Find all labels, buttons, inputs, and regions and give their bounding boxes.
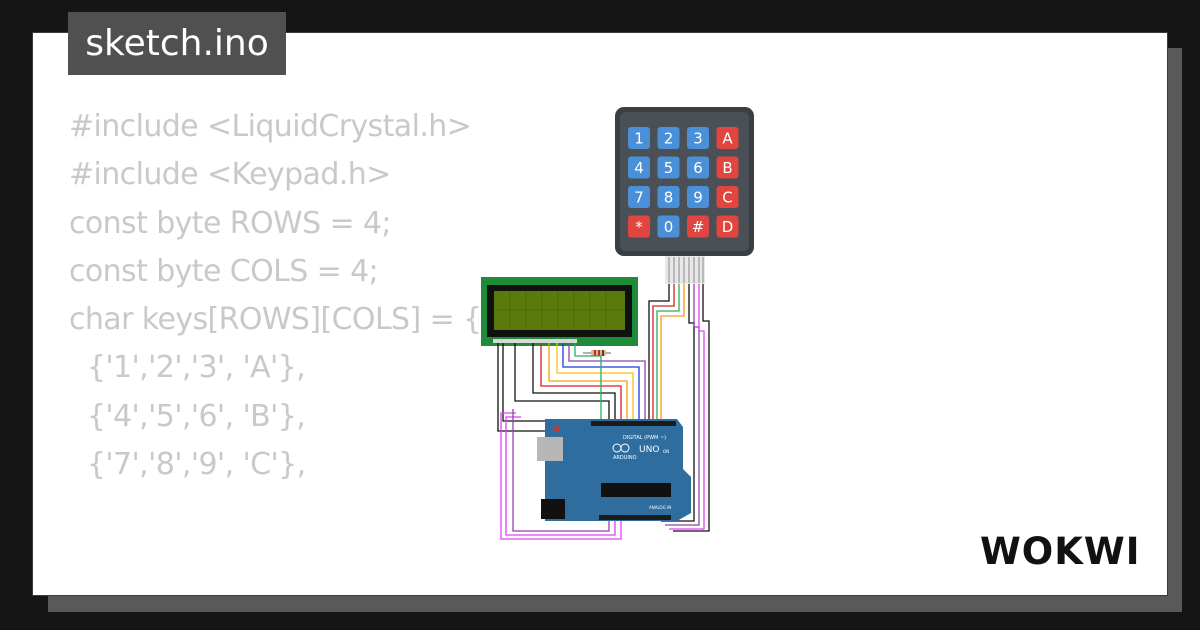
wires: [497, 284, 710, 540]
keypad-key[interactable]: [657, 127, 680, 149]
arduino-board: DIGITAL (PWM ~) ARDUINO UNO ON ANALOG IN: [537, 419, 691, 521]
keypad-key[interactable]: [687, 186, 709, 208]
code-snippet: #include <LiquidCrystal.h> #include <Keyp…: [69, 103, 482, 489]
lcd-module: [481, 277, 638, 346]
keypad-key[interactable]: [687, 156, 709, 179]
keypad-key[interactable]: [657, 186, 680, 208]
keypad-key-label: C: [722, 189, 732, 207]
keypad-key[interactable]: [716, 127, 739, 149]
keypad-key-label: 5: [664, 159, 674, 177]
keypad-key[interactable]: [628, 186, 650, 208]
code-line: {'4','5','6', 'B'},: [69, 398, 306, 434]
code-line: {'7','8','9', 'C'},: [69, 447, 306, 483]
keypad-key[interactable]: [628, 156, 650, 179]
keypad-key-label: A: [722, 130, 733, 148]
preview-card: #include <LiquidCrystal.h> #include <Keyp…: [32, 32, 1168, 596]
keypad-key[interactable]: [628, 215, 650, 238]
keypad-key[interactable]: [716, 186, 739, 208]
code-line: #include <Keypad.h>: [69, 157, 391, 193]
code-line: #include <LiquidCrystal.h>: [69, 109, 472, 144]
chip: [601, 483, 671, 497]
keypad-key-label: 0: [664, 218, 674, 236]
keypad-key-label: 7: [634, 189, 644, 207]
code-line: {'1','2','3', 'A'},: [69, 350, 306, 386]
code-line: char keys[ROWS][COLS] = {: [69, 302, 482, 338]
power-jack: [541, 499, 565, 519]
digital-label: DIGITAL (PWM ~): [623, 435, 666, 441]
wokwi-logo: WOKWI: [980, 530, 1141, 573]
keypad-key-label: B: [722, 159, 732, 177]
svg-text:WOKWI: WOKWI: [980, 530, 1141, 573]
keypad-key-label: *: [635, 218, 643, 236]
model-label: UNO: [639, 445, 659, 455]
code-line: const byte ROWS = 4;: [69, 205, 392, 241]
sketch-title: sketch.ino: [68, 12, 286, 75]
keypad-key-label: 2: [664, 130, 674, 148]
keypad-key[interactable]: [687, 127, 709, 149]
analog-label: ANALOG IN: [649, 505, 671, 510]
keypad-key[interactable]: [657, 156, 680, 179]
keypad-key-label: 1: [634, 130, 644, 148]
keypad-key[interactable]: [716, 215, 739, 238]
keypad-key-label: 4: [634, 159, 644, 177]
on-label: ON: [663, 449, 669, 454]
keypad-key-label: 6: [693, 159, 703, 177]
keypad-key-label: #: [692, 218, 705, 236]
keypad-key[interactable]: [628, 127, 650, 149]
keypad: 1 2 3 A 4 5 6 B 7 8 9 C * 0 # D: [615, 107, 754, 284]
keypad-key[interactable]: [687, 215, 709, 238]
circuit-diagram: 1 2 3 A 4 5 6 B 7 8 9 C * 0 # D: [481, 107, 754, 540]
keypad-key-label: 8: [664, 189, 674, 207]
resistor: [583, 350, 611, 356]
usb-port: [537, 437, 563, 461]
brand-label: ARDUINO: [613, 455, 637, 461]
keypad-connector: [665, 256, 705, 284]
code-line: const byte COLS = 4;: [69, 253, 379, 289]
keypad-key-label: 9: [693, 189, 703, 207]
keypad-key-label: 3: [693, 130, 703, 148]
keypad-key-label: D: [722, 218, 734, 236]
keypad-key[interactable]: [716, 156, 739, 179]
keypad-key[interactable]: [657, 215, 680, 238]
